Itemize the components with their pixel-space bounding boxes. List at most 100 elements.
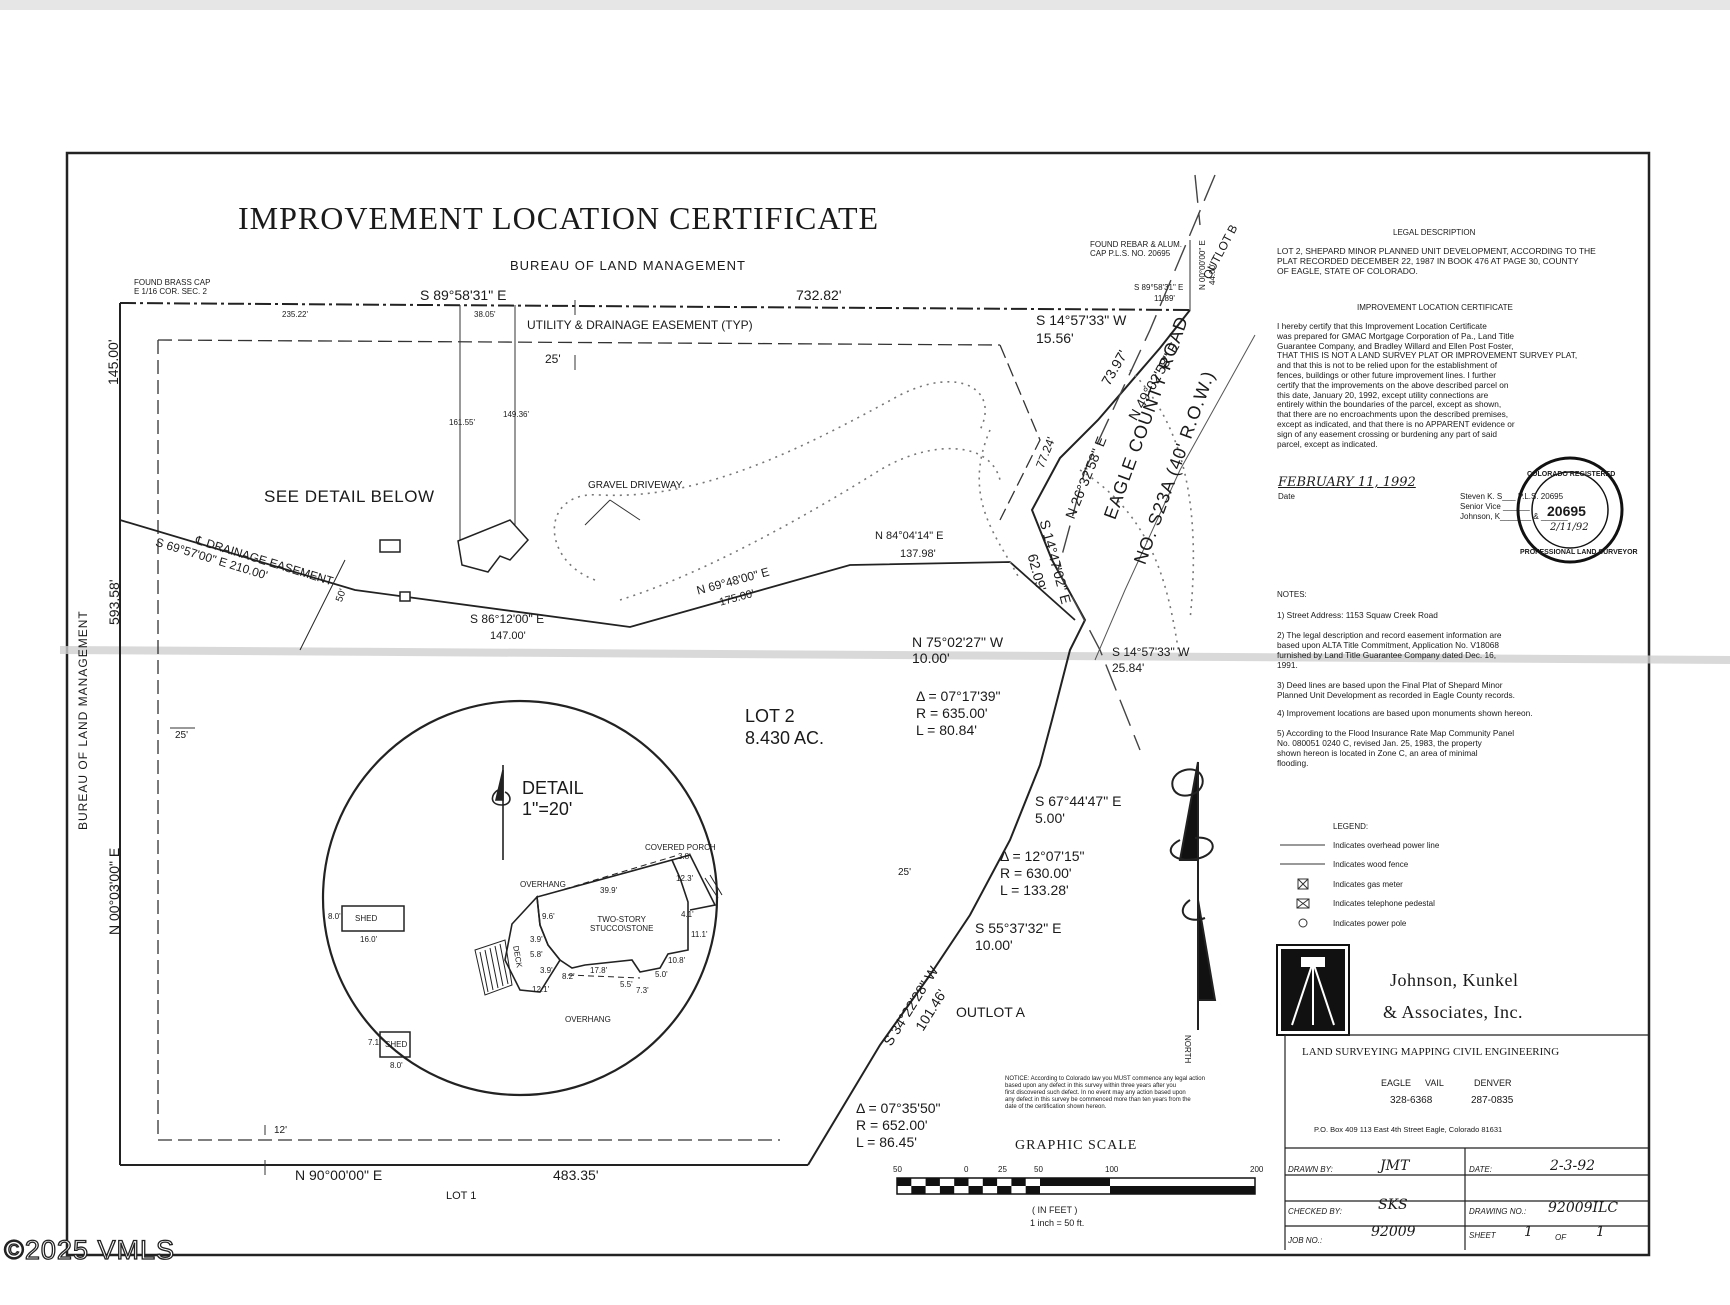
firm-name-line1: Johnson, Kunkel bbox=[1390, 970, 1519, 990]
covered-porch-label: COVERED PORCH bbox=[645, 843, 716, 852]
easement-lines bbox=[157, 339, 1041, 1141]
office-denver: DENVER bbox=[1474, 1078, 1512, 1088]
gravel-driveway bbox=[553, 369, 1195, 661]
detail-dim: 5.0' bbox=[655, 970, 668, 979]
detail-dim: 39.9' bbox=[600, 886, 618, 895]
distance-15-56: 15.56' bbox=[1036, 330, 1074, 346]
shed-1-label: SHED bbox=[355, 914, 378, 923]
drawing-no-label: DRAWING NO.: bbox=[1469, 1207, 1527, 1216]
lot-2-area: 8.430 AC. bbox=[745, 728, 825, 748]
detail-dim: 3.9' bbox=[540, 966, 553, 975]
dim-235: 235.22' bbox=[282, 310, 308, 319]
curve-1-radius: R = 635.00' bbox=[916, 705, 988, 721]
sheet-border bbox=[65, 151, 1651, 1257]
sheet-total: 1 bbox=[1596, 1224, 1605, 1240]
office-eagle: EAGLE bbox=[1381, 1078, 1412, 1088]
lot-2-label: LOT 2 bbox=[745, 706, 795, 726]
legend-heading: LEGEND: bbox=[1333, 822, 1369, 831]
detail-dim: 8.2' bbox=[562, 972, 575, 981]
power-line bbox=[1094, 334, 1256, 661]
setback-25-top: 25' bbox=[545, 352, 561, 366]
curve-3-radius: R = 652.00' bbox=[856, 1117, 928, 1133]
house-label: TWO-STORY STUCCO\STONE bbox=[590, 915, 654, 933]
detail-dim: 11.1' bbox=[691, 930, 708, 939]
detail-north-arrow bbox=[491, 765, 511, 860]
overhang-top-label: OVERHANG bbox=[520, 880, 566, 889]
road-centerline bbox=[1057, 174, 1216, 751]
bearing-86-12: S 86°12'00" E bbox=[470, 612, 545, 626]
checked-by-label: CHECKED BY: bbox=[1288, 1207, 1342, 1216]
phone-eagle-vail: 328-6368 bbox=[1390, 1095, 1433, 1106]
note-item: 3) Deed lines are based upon the Final P… bbox=[1277, 680, 1515, 700]
detail-dim: 12.1' bbox=[532, 985, 550, 994]
drainage-easement bbox=[119, 519, 1076, 651]
seal-date: 2/11/92 bbox=[1550, 522, 1589, 533]
detail-dim: 3.8' bbox=[678, 852, 691, 861]
overhang-bottom-label: OVERHANG bbox=[565, 1015, 611, 1024]
detail-dim: 9.6' bbox=[542, 912, 555, 921]
dimension-lines bbox=[170, 240, 1191, 1175]
brass-cap-label: FOUND BRASS CAP E 1/16 COR. SEC. 2 bbox=[134, 278, 211, 296]
job-no-value: 92009 bbox=[1371, 1224, 1416, 1240]
curve-3-length: L = 86.45' bbox=[856, 1134, 917, 1150]
bearing-00-00: N 00°00'00" E bbox=[1198, 240, 1207, 290]
seal-number: 20695 bbox=[1547, 503, 1586, 519]
document-title: IMPROVEMENT LOCATION CERTIFICATE bbox=[238, 200, 880, 236]
shed-1-height: 8.0' bbox=[328, 912, 341, 921]
date-value: 2-3-92 bbox=[1550, 1158, 1596, 1174]
bearing-14-57-mid: S 14°57'33" W bbox=[1112, 645, 1190, 659]
note-item: 2) The legal description and record ease… bbox=[1277, 630, 1502, 670]
firm-services: LAND SURVEYING MAPPING CIVIL ENGINEERING bbox=[1302, 1046, 1560, 1058]
top-bearing: S 89°58'31" E bbox=[420, 287, 507, 303]
detail-title: DETAIL bbox=[522, 778, 584, 798]
see-detail-label: SEE DETAIL BELOW bbox=[264, 487, 435, 506]
distance-147: 147.00' bbox=[490, 630, 526, 642]
date-label-tb: DATE: bbox=[1469, 1165, 1492, 1174]
property-boundary bbox=[119, 302, 1191, 1166]
distance-5-00: 5.00' bbox=[1035, 810, 1065, 826]
date-label: Date bbox=[1278, 492, 1295, 501]
curve-2-length: L = 133.28' bbox=[1000, 882, 1069, 898]
scale-tick: 25 bbox=[998, 1165, 1007, 1174]
distance-10-00-b: 10.00' bbox=[975, 937, 1013, 953]
detail-dim: 10.8' bbox=[668, 956, 686, 965]
shed-2-outline bbox=[379, 1031, 411, 1058]
shed-1-outline bbox=[341, 905, 405, 932]
surveyor-seal bbox=[1516, 456, 1624, 564]
detail-dim: 5.8' bbox=[530, 950, 543, 959]
left-bearing: N 00°03'00" E bbox=[106, 847, 122, 935]
graphic-scale-title: GRAPHIC SCALE bbox=[1015, 1138, 1138, 1153]
blm-left-label: BUREAU OF LAND MANAGEMENT bbox=[76, 610, 90, 830]
dim-38: 38.05' bbox=[474, 310, 496, 319]
distance-11-89: 11.89' bbox=[1154, 294, 1175, 303]
notes-heading: NOTES: bbox=[1277, 590, 1307, 599]
legend-item: Indicates power pole bbox=[1333, 919, 1407, 928]
bearing-55-37: S 55°37'32" E bbox=[975, 920, 1062, 936]
legend-item: Indicates telephone pedestal bbox=[1333, 899, 1435, 908]
gravel-driveway-label: GRAVEL DRIVEWAY bbox=[588, 480, 683, 491]
detail-dim: 5.5' bbox=[620, 980, 633, 989]
shed-2-height: 7.1' bbox=[368, 1038, 381, 1047]
certification-text: I hereby certify that this Improvement L… bbox=[1277, 321, 1578, 449]
bottom-distance: 483.35' bbox=[553, 1167, 599, 1183]
curve-2-delta: Δ = 12°07'15" bbox=[1000, 848, 1085, 864]
firm-address: P.O. Box 409 113 East 4th Street Eagle, … bbox=[1314, 1125, 1503, 1134]
setback-25-left: 25' bbox=[175, 730, 189, 741]
shed-2-width: 8.0' bbox=[390, 1061, 403, 1070]
graphic-scale-bar bbox=[896, 1177, 1256, 1195]
seal-bottom-text: PROFESSIONAL LAND SURVEYOR bbox=[1520, 549, 1638, 556]
drawing-no-value: 92009ILC bbox=[1548, 1200, 1619, 1216]
bearing-14-57-top: S 14°57'33" W bbox=[1036, 312, 1127, 328]
dim-145: 145.00' bbox=[105, 339, 121, 386]
north-arrow bbox=[1169, 761, 1217, 1030]
detail-dim: 3.9' bbox=[530, 935, 543, 944]
bearing-84-04: N 84°04'14" E bbox=[875, 530, 944, 542]
bottom-bearing: N 90°00'00" E bbox=[295, 1167, 383, 1183]
drawn-by-value: JMT bbox=[1380, 1158, 1410, 1174]
scale-unit: ( IN FEET ) bbox=[1032, 1205, 1078, 1215]
legend-item: Indicates gas meter bbox=[1333, 880, 1403, 889]
phone-denver: 287-0835 bbox=[1471, 1095, 1514, 1106]
shed-1-width: 16.0' bbox=[360, 935, 378, 944]
